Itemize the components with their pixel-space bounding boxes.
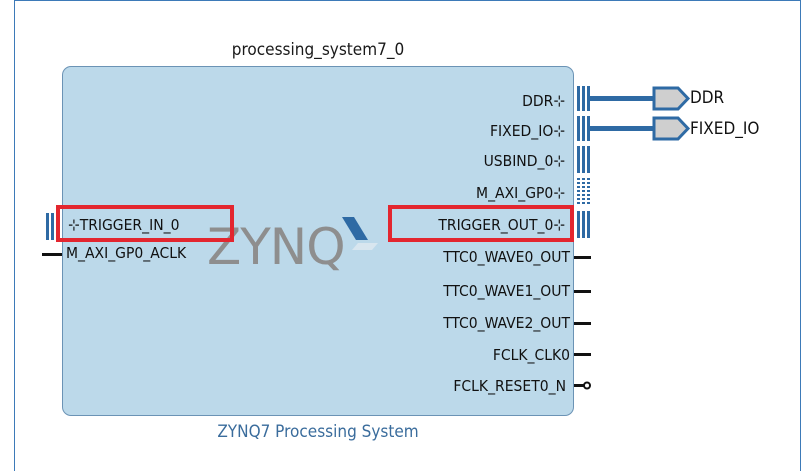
bus-plus-icon: ⊹ — [553, 152, 565, 170]
block-instance-name: processing_system7_0 — [231, 40, 405, 60]
net-ddr — [590, 96, 654, 101]
bus-plus-icon: ⊹ — [553, 92, 565, 110]
port-label: FCLK_CLK0 — [492, 346, 570, 364]
port-ttc0-wave1-out[interactable]: TTC0_WAVE1_OUT — [350, 282, 570, 300]
port-fixed-io[interactable]: FIXED_IO⊹ — [345, 122, 565, 140]
port-label: DDR — [522, 92, 554, 110]
port-trigger-out-0[interactable]: TRIGGER_OUT_0⊹ — [345, 216, 565, 234]
external-port-label: DDR — [690, 88, 725, 108]
port-label: TRIGGER_OUT_0 — [438, 216, 554, 234]
port-label: M_AXI_GP0_ACLK — [66, 244, 187, 262]
port-label: TTC0_WAVE1_OUT — [443, 282, 570, 300]
port-trigger-in-0[interactable]: ⊹TRIGGER_IN_0 — [68, 216, 179, 234]
highlight-trigger-out-0 — [388, 205, 574, 242]
port-m-axi-gp0[interactable]: M_AXI_GP0⊹ — [345, 184, 565, 202]
port-label: TTC0_WAVE0_OUT — [443, 248, 570, 266]
inverter-bubble — [583, 381, 591, 390]
bus-plus-icon: ⊹ — [553, 122, 565, 140]
highlight-trigger-in-0 — [56, 205, 234, 242]
port-ddr[interactable]: DDR⊹ — [345, 92, 565, 110]
port-fclk-reset0-n[interactable]: FCLK_RESET0_N — [346, 377, 566, 395]
external-port-fixed-io-shape — [652, 116, 691, 141]
port-m-axi-gp0-aclk[interactable]: M_AXI_GP0_ACLK — [66, 244, 186, 262]
port-label: FCLK_RESET0_N — [453, 377, 566, 395]
port-label: FIXED_IO — [490, 122, 554, 140]
bus-plus-icon: ⊹ — [553, 184, 565, 202]
external-port-ddr-shape — [652, 86, 691, 111]
port-label: USBIND_0 — [483, 152, 554, 170]
left-wire-pin-aclk — [42, 253, 62, 256]
canvas-frame-top — [14, 0, 801, 1]
port-label: M_AXI_GP0 — [476, 184, 554, 202]
bus-plus-icon: ⊹ — [68, 216, 80, 234]
canvas-frame-left — [14, 0, 15, 471]
net-fixed-io — [590, 126, 654, 131]
external-port-label: FIXED_IO — [690, 119, 760, 139]
port-label: TRIGGER_IN_0 — [79, 216, 180, 234]
port-ttc0-wave0-out[interactable]: TTC0_WAVE0_OUT — [350, 248, 570, 266]
block-ip-name: ZYNQ7 Processing System — [217, 422, 419, 442]
port-usbind-0[interactable]: USBIND_0⊹ — [345, 152, 565, 170]
port-label: TTC0_WAVE2_OUT — [443, 314, 570, 332]
port-fclk-clk0[interactable]: FCLK_CLK0 — [350, 346, 570, 364]
external-port-fixed-io[interactable]: FIXED_IO — [690, 120, 759, 138]
port-ttc0-wave2-out[interactable]: TTC0_WAVE2_OUT — [350, 314, 570, 332]
bus-plus-icon: ⊹ — [553, 216, 565, 234]
external-port-ddr[interactable]: DDR — [690, 89, 724, 107]
